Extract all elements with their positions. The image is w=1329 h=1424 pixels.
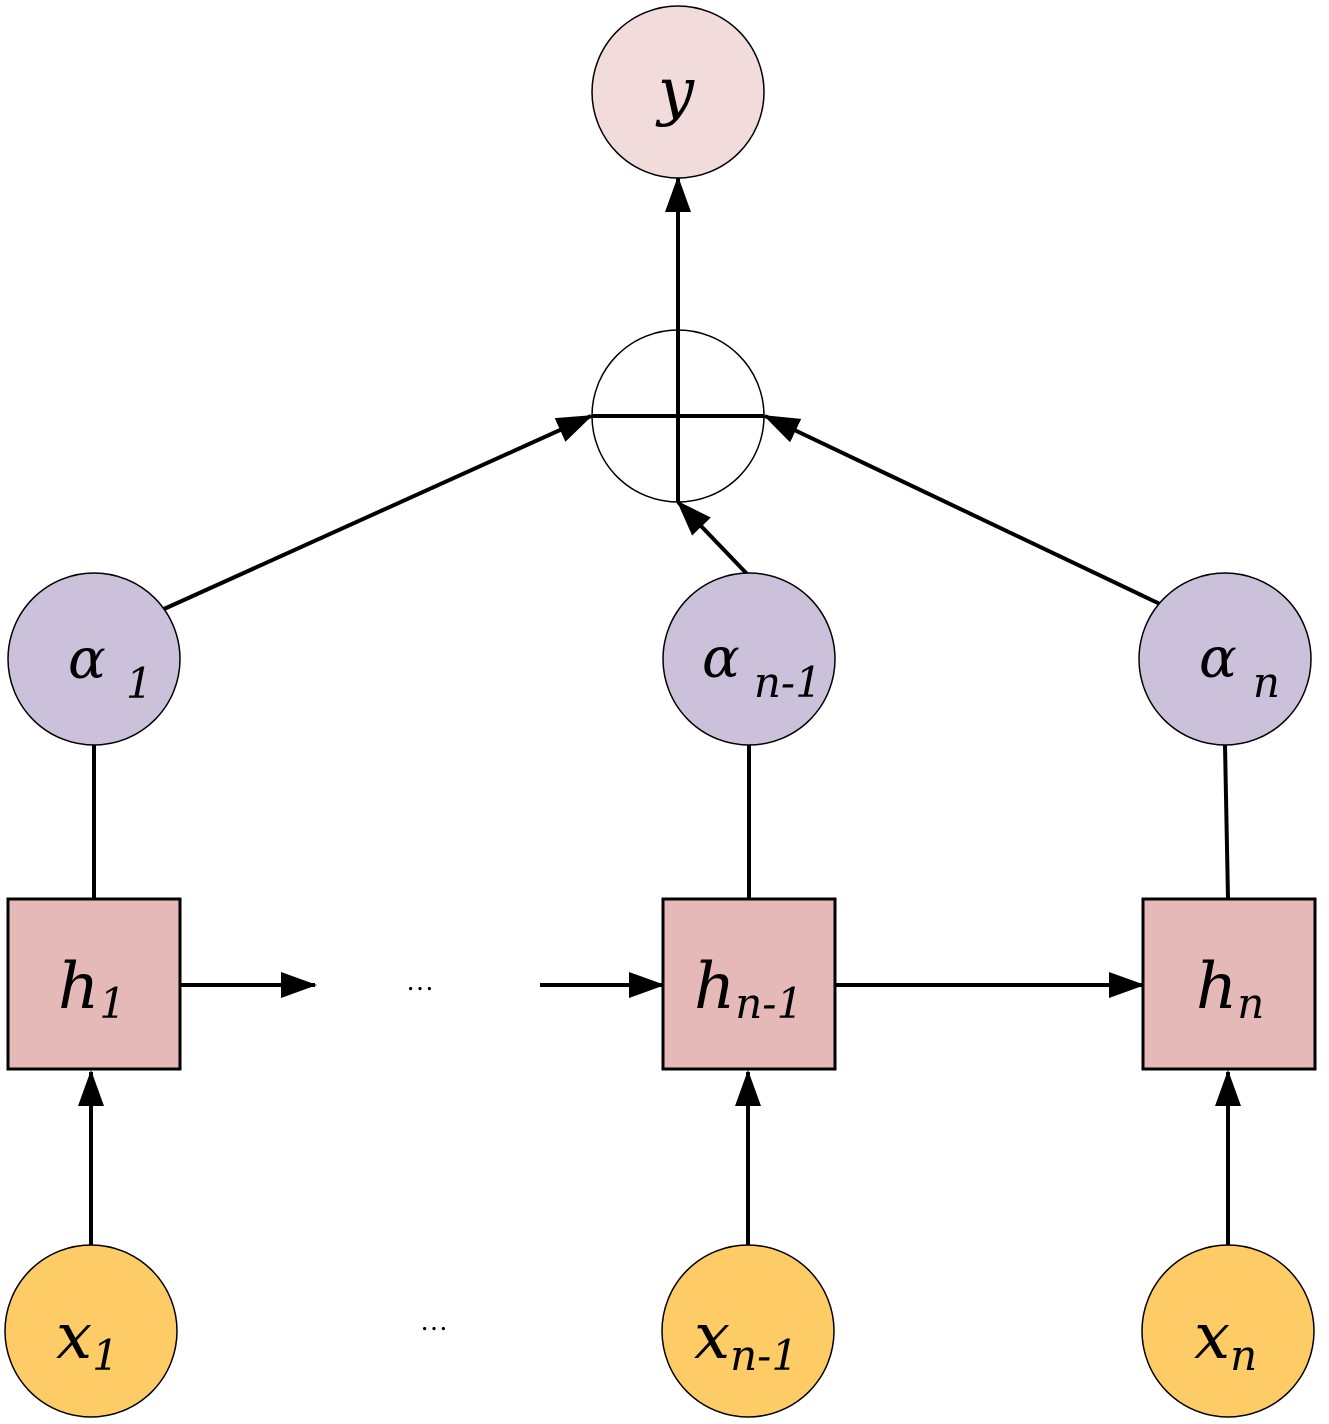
- hidden-label-n: hn: [1196, 950, 1264, 1028]
- input-label-n: xn: [1194, 1300, 1257, 1380]
- hidden-node-n: hn: [1141, 897, 1317, 1071]
- output-node-y: y: [591, 5, 765, 179]
- output-label: y: [655, 55, 695, 129]
- hidden-node-n-1: hn-1: [661, 897, 837, 1071]
- sum-node: [591, 329, 765, 503]
- hidden-node-1: h1: [6, 897, 182, 1071]
- edge-hn-an: [1223, 744, 1230, 900]
- ellipsis-inputs: …: [420, 1306, 448, 1337]
- hidden-label-1: h1: [58, 950, 126, 1028]
- hidden-label-n-1: hn-1: [694, 950, 803, 1028]
- input-node-n-1: xn-1: [661, 1244, 835, 1418]
- input-label-n-1: xn-1: [694, 1300, 798, 1380]
- edge-a1-sum: [163, 414, 593, 611]
- edge-an1-sum: [676, 500, 751, 578]
- input-label-1: x1: [56, 1300, 119, 1380]
- edge-an-sum: [763, 414, 1161, 606]
- ellipsis-hidden: …: [406, 966, 434, 997]
- input-node-1: x1: [4, 1244, 178, 1418]
- input-node-n: xn: [1141, 1244, 1315, 1418]
